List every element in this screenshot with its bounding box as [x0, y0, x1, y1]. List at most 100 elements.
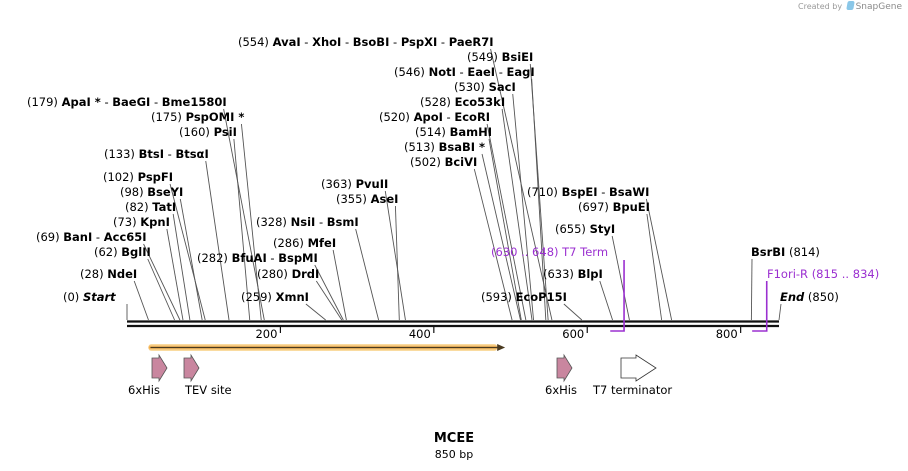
- site-label-saci[interactable]: (530) SacI: [454, 80, 516, 94]
- axis-tick-label: 800: [716, 327, 738, 341]
- cut-site-line: [314, 264, 344, 321]
- enzyme-name: PspFI: [138, 170, 173, 184]
- enzyme-name: ApaI: [62, 95, 91, 109]
- enzyme-name: BspMI: [278, 251, 318, 265]
- site-label-pspomi[interactable]: (175) PspOMI *: [151, 110, 244, 124]
- enzyme-name: NsiI: [291, 215, 316, 229]
- open-reading-frame[interactable]: [148, 344, 506, 351]
- site-label-apoi[interactable]: (520) ApoI - EcoRI: [379, 110, 490, 124]
- feature-annotations: 6xHis TEV site 6xHis T7 terminator: [128, 353, 672, 397]
- enzyme-name: TatI: [152, 200, 176, 214]
- site-label-mfei[interactable]: (286) MfeI: [273, 236, 336, 250]
- enzyme-name: End: [780, 290, 805, 304]
- cut-site-line: [473, 168, 513, 321]
- site-label-bglii[interactable]: (62) BglII: [94, 245, 151, 259]
- site-position: (710): [527, 185, 562, 199]
- enzyme-name: XhoI: [312, 35, 341, 49]
- site-label-nsii[interactable]: (328) NsiI - BsmI: [256, 215, 359, 229]
- site-label-eco53ki[interactable]: (528) Eco53kI: [420, 95, 505, 109]
- site-position: (363): [321, 177, 356, 191]
- enzyme-name: NotI: [429, 65, 456, 79]
- plasmid-name: MCEE: [433, 431, 475, 446]
- enzyme-name: BsiEI: [502, 50, 534, 64]
- enzyme-name: BglII: [121, 245, 151, 259]
- site-position: (82): [125, 200, 152, 214]
- primer-f1ori-r[interactable]: F1ori-R (815 .. 834): [752, 267, 879, 332]
- enzyme-name: BseYI: [147, 185, 183, 199]
- svg-text:F1ori-R (815 .. 834): F1ori-R (815 .. 834): [767, 267, 879, 281]
- site-position: (549): [467, 50, 502, 64]
- site-position: (814): [785, 245, 820, 259]
- site-position: (554): [238, 35, 273, 49]
- site-label-bcivi[interactable]: (502) BciVI: [410, 155, 477, 169]
- site-position: (520): [379, 110, 414, 124]
- enzyme-name: BlpI: [578, 267, 603, 281]
- cut-site-line: [133, 280, 149, 321]
- site-label-ecop15i[interactable]: (593) EcoP15I: [481, 290, 567, 304]
- site-position: (530): [454, 80, 489, 94]
- site-label-noti[interactable]: (546) NotI - EaeI - EagI: [394, 65, 535, 79]
- enzyme-name: BanI: [63, 230, 92, 244]
- site-label-drdi[interactable]: (280) DrdI: [257, 267, 319, 281]
- site-label-end[interactable]: End (850): [780, 290, 839, 304]
- site-label-bpuei[interactable]: (697) BpuEI: [578, 200, 650, 214]
- feature-tev-site[interactable]: TEV site: [183, 353, 232, 397]
- axis-tick-label: 200: [255, 327, 277, 341]
- cut-site-line: [501, 108, 533, 321]
- site-label-bseyi[interactable]: (98) BseYI: [120, 185, 183, 199]
- cut-site-line: [143, 243, 181, 321]
- site-label-tati[interactable]: (82) TatI: [125, 200, 176, 214]
- site-label-apai[interactable]: (179) ApaI * - BaeGI - Bme1580I: [27, 95, 227, 109]
- site-label-start[interactable]: (0) Start: [63, 290, 116, 304]
- site-label-blpi[interactable]: (633) BlpI: [543, 267, 603, 281]
- svg-text:6xHis: 6xHis: [545, 383, 577, 397]
- enzyme-name: PsiI: [214, 125, 237, 139]
- enzyme-name: PaeR7I: [449, 35, 494, 49]
- enzyme-name: BfuAI: [232, 251, 267, 265]
- site-label-bani[interactable]: (69) BanI - Acc65I: [36, 230, 147, 244]
- enzyme-name: SacI: [489, 80, 516, 94]
- site-label-bsrbi[interactable]: BsrBI (814): [751, 245, 820, 259]
- site-label-avai[interactable]: (554) AvaI - XhoI - BsoBI - PspXI - PaeR…: [238, 35, 494, 49]
- site-position: (850): [804, 290, 839, 304]
- enzyme-name: PspXI: [401, 35, 437, 49]
- site-label-xmni[interactable]: (259) XmnI: [241, 290, 309, 304]
- enzyme-name: NdeI: [107, 267, 137, 281]
- site-label-styi[interactable]: (655) StyI: [555, 222, 615, 236]
- cut-site-line: [778, 303, 782, 321]
- site-label-bsiei[interactable]: (549) BsiEI: [467, 50, 533, 64]
- feature-6xhis[interactable]: 6xHis: [128, 353, 168, 397]
- primer-t7-term[interactable]: (630 .. 648) T7 Term: [491, 245, 625, 332]
- site-label-btsi[interactable]: (133) BtsI - BtsαI: [104, 147, 209, 161]
- enzyme-name: AseI: [371, 192, 399, 206]
- enzyme-name: Acc65I: [104, 230, 147, 244]
- cut-site-line: [531, 78, 547, 321]
- enzyme-name: XmnI: [276, 290, 309, 304]
- site-label-asei[interactable]: (355) AseI: [336, 192, 398, 206]
- enzyme-name: BtsI: [139, 147, 164, 161]
- site-label-bspei[interactable]: (710) BspEI - BsaWI: [527, 185, 649, 199]
- site-position: (697): [578, 200, 613, 214]
- site-position: (160): [179, 125, 214, 139]
- site-position: (133): [104, 147, 139, 161]
- site-label-pspfi[interactable]: (102) PspFI: [103, 170, 173, 184]
- enzyme-name: MfeI: [308, 236, 337, 250]
- enzyme-name: BsmI: [327, 215, 359, 229]
- site-label-bsabi[interactable]: (513) BsaBI *: [404, 140, 485, 154]
- site-label-ndei[interactable]: (28) NdeI: [80, 267, 137, 281]
- site-label-bamhi[interactable]: (514) BamHI: [415, 125, 492, 139]
- feature-t7-terminator[interactable]: T7 terminator: [592, 354, 672, 397]
- site-position: (528): [420, 95, 455, 109]
- site-label-pvuii[interactable]: (363) PvuII: [321, 177, 388, 191]
- site-label-kpni[interactable]: (73) KpnI: [113, 215, 170, 229]
- site-label-psii[interactable]: (160) PsiI: [179, 125, 237, 139]
- site-label-bfuai[interactable]: (282) BfuAI - BspMI: [197, 251, 318, 265]
- cut-site-line: [172, 213, 191, 321]
- cut-site-line: [179, 198, 203, 321]
- enzyme-name: BsrBI: [751, 245, 785, 259]
- feature-6xhis[interactable]: 6xHis: [545, 353, 577, 397]
- cut-site-line: [233, 138, 251, 321]
- cut-site-line: [486, 123, 527, 321]
- site-position: (282): [197, 251, 232, 265]
